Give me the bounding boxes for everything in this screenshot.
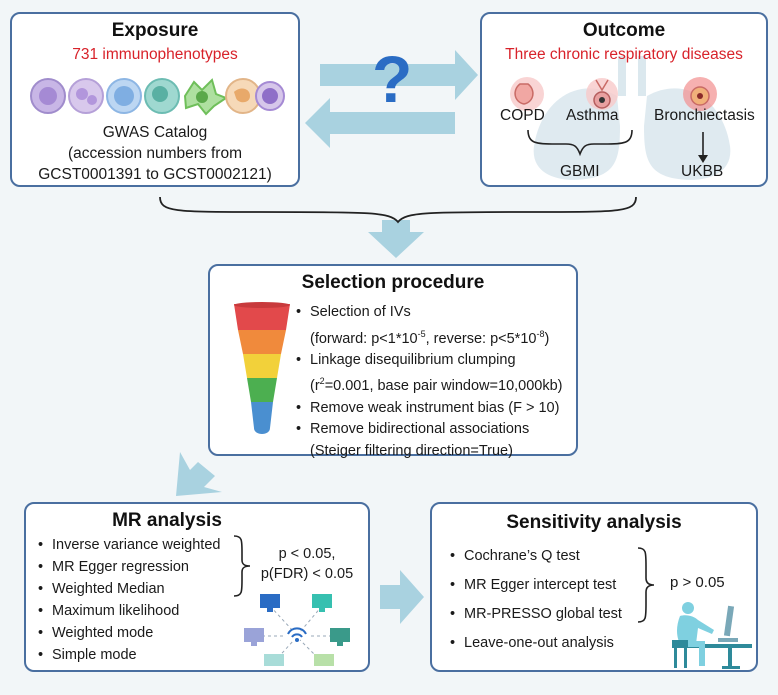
immune-cell-icon — [68, 78, 104, 114]
exposure-box: Exposure 731 immunophenotypes — [10, 12, 300, 187]
computer-network-icon — [244, 594, 350, 666]
outcome-disease1: COPD — [500, 107, 545, 124]
sensitivity-bracket-icon — [637, 547, 655, 623]
selection-box: Selection procedure Selection of IVs (fo… — [208, 264, 578, 459]
outcome-connectors — [527, 129, 708, 163]
exposure-subtitle: 731 immunophenotypes — [72, 46, 238, 63]
mr-methods-list: Inverse variance weighted MR Egger regre… — [38, 534, 221, 666]
outcome-disease3: Bronchiectasis — [654, 107, 755, 124]
immune-cells-row — [30, 78, 285, 116]
immune-cell-icon — [30, 78, 66, 114]
exposure-source-line1: GWAS Catalog — [102, 124, 208, 141]
outcome-title: Outcome — [582, 20, 666, 41]
sensitivity-test: Cochrane’s Q test — [450, 542, 622, 571]
mr-bracket-icon — [233, 535, 251, 597]
gbmi-bracket-icon — [527, 129, 633, 157]
exposure-source-line3: GCST0001391 to GCST0002121) — [38, 166, 272, 183]
arrow-diagonal-icon — [176, 452, 222, 496]
copd-icon — [510, 77, 544, 111]
sensitivity-tests-list: Cochrane’s Q test MR Egger intercept tes… — [450, 542, 622, 658]
selection-item4-detail: (Steiger filtering direction=True) — [310, 442, 513, 459]
arrow-down-small-icon — [698, 155, 708, 163]
mr-threshold2: p(FDR) < 0.05 — [260, 566, 354, 582]
funnel-icon — [234, 302, 290, 434]
mr-method: Maximum likelihood — [38, 600, 220, 622]
disease-icons — [510, 77, 717, 111]
monitor-icon — [314, 654, 334, 666]
sensitivity-title: Sensitivity analysis — [506, 512, 682, 533]
sensitivity-test: MR Egger intercept test — [450, 571, 622, 600]
arrow-down-icon — [368, 220, 424, 258]
selection-item1-detail: (forward: p<1*10-5, reverse: p<5*10-8) — [310, 328, 550, 347]
sensitivity-box: Sensitivity analysis Cochrane’s Q test M… — [430, 502, 758, 672]
arrow-left-icon — [305, 98, 455, 148]
mr-method: MR Egger regression — [38, 556, 220, 578]
selection-item3: Remove weak instrument bias (F > 10) — [296, 398, 563, 420]
outcome-source2: UKBB — [681, 163, 724, 180]
outcome-subtitle: Three chronic respiratory diseases — [505, 46, 743, 63]
immune-cell-icon — [255, 81, 285, 111]
monitor-icon — [244, 628, 264, 646]
selection-item2-detail: (r2=0.001, base pair window=10,000kb) — [310, 376, 563, 395]
asthma-icon — [586, 78, 618, 110]
outcome-disease2: Asthma — [566, 107, 619, 124]
selection-item2: Linkage disequilibrium clumping — [296, 350, 563, 372]
mr-title: MR analysis — [112, 510, 222, 531]
sensitivity-test: Leave-one-out analysis — [450, 629, 622, 658]
lung-icon — [533, 56, 731, 180]
mr-analysis-box: MR analysis Inverse variance weighted MR… — [24, 502, 370, 672]
arrow-right-icon-2 — [380, 570, 424, 624]
person-at-desk-icon — [672, 602, 752, 669]
selection-item1: Selection of IVs — [296, 302, 563, 324]
outcome-box: Outcome Three chronic respiratory diseas… — [480, 12, 768, 187]
immune-cell-icon — [183, 78, 229, 116]
mr-method: Inverse variance weighted — [38, 534, 221, 556]
monitor-icon — [330, 628, 350, 646]
arrow-right-icon — [320, 50, 478, 100]
merge-bracket-icon — [159, 196, 637, 224]
exposure-title: Exposure — [111, 20, 199, 41]
monitor-icon — [312, 594, 332, 612]
monitor-icon — [260, 594, 280, 612]
mr-method: Weighted mode — [38, 622, 220, 644]
sensitivity-test: MR-PRESSO global test — [450, 600, 622, 629]
mr-threshold1: p < 0.05, — [278, 546, 336, 562]
selection-title: Selection procedure — [301, 272, 485, 293]
exposure-source-line2: (accession numbers from — [67, 145, 242, 162]
bronchiectasis-icon — [683, 77, 717, 111]
sensitivity-threshold: p > 0.05 — [670, 574, 725, 591]
mr-method: Simple mode — [38, 644, 220, 666]
monitor-icon — [264, 654, 284, 666]
immune-cell-icon — [225, 78, 261, 114]
mr-method: Weighted Median — [38, 578, 220, 600]
immune-cell-icon — [144, 78, 180, 114]
selection-item4: Remove bidirectional associations — [296, 419, 563, 441]
outcome-source1: GBMI — [560, 163, 600, 180]
immune-cell-icon — [106, 78, 142, 114]
question-mark-icon: ? — [372, 42, 413, 116]
